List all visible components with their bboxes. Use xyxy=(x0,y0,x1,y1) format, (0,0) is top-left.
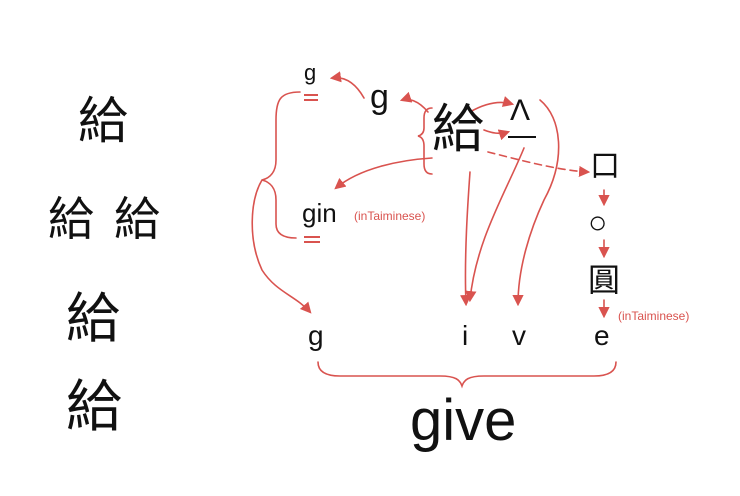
bottom-letter-v: v xyxy=(512,320,526,351)
arrow-g-to-small-g xyxy=(329,71,365,99)
seal-glyph-1: 給 xyxy=(78,92,128,150)
brace-g-group xyxy=(261,91,301,239)
arrow-center-to-hat-low xyxy=(483,129,511,141)
small-g-underline-1 xyxy=(304,94,318,96)
arrow-center-to-i xyxy=(460,171,472,307)
arrow-center-to-gin xyxy=(334,157,433,190)
arrow-brace-to-g xyxy=(251,179,312,314)
arrow-center-to-g xyxy=(399,91,429,113)
arrow-hat-to-v xyxy=(512,99,560,307)
gin-taiwanese-note: (inTaiminese) xyxy=(354,209,426,223)
give-word: give xyxy=(410,388,517,453)
arrow-hat-to-i xyxy=(465,147,525,303)
hat-symbol: Λ xyxy=(510,94,531,127)
small-g-underline-2 xyxy=(304,99,318,101)
arrow-center-to-hat xyxy=(469,96,515,113)
bottom-letter-e: e xyxy=(594,320,610,351)
gin-underline-1 xyxy=(304,236,320,238)
bottom-letter-i: i xyxy=(462,320,469,351)
circle-symbol: ○ xyxy=(588,204,608,240)
mouth-glyph: 口 xyxy=(590,149,620,184)
round-glyph: 圓 xyxy=(588,261,621,299)
seal-glyph-2: 給 xyxy=(48,192,94,246)
e-taiwanese-note: (inTaiminese) xyxy=(618,309,690,323)
g-letter: g xyxy=(370,78,389,116)
regular-glyph-2: 給 xyxy=(66,375,122,440)
hat-underline xyxy=(508,136,536,138)
gin-underline-2 xyxy=(304,241,320,243)
brace-bottom xyxy=(317,361,617,389)
bottom-letter-g: g xyxy=(308,320,324,351)
gin-word: gin xyxy=(302,198,337,228)
seal-glyph-3: 給 xyxy=(114,192,160,246)
arrow-center-to-mouth xyxy=(487,151,591,178)
center-glyph: 給 xyxy=(432,100,485,160)
regular-glyph-1: 給 xyxy=(66,287,120,350)
small-g-letter: g xyxy=(304,60,317,85)
brace-center-glyph xyxy=(417,107,433,175)
